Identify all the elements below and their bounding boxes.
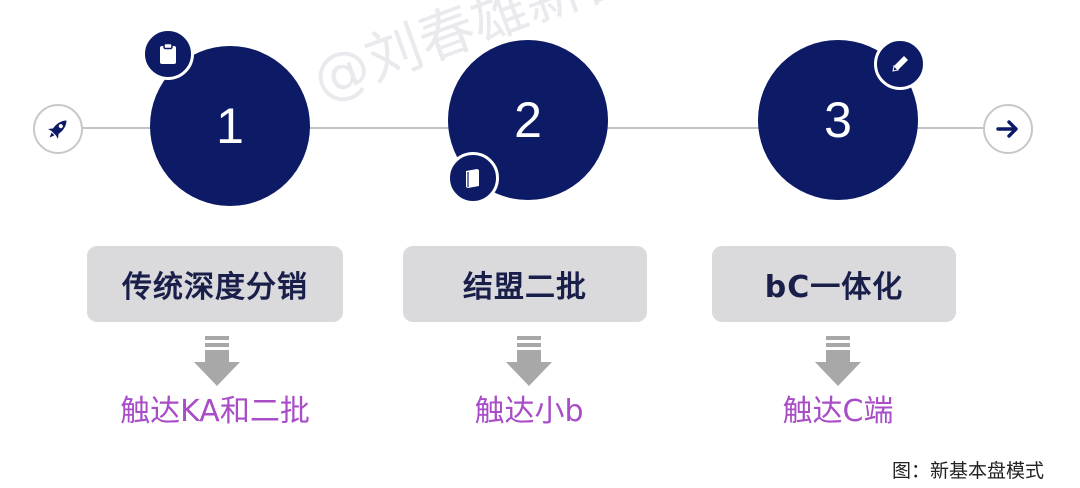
step-1-number: 1 bbox=[216, 98, 244, 154]
step-1-result: 触达KA和二批 bbox=[120, 394, 310, 429]
arrow-right-icon bbox=[996, 120, 1018, 138]
end-node bbox=[983, 104, 1033, 154]
rocket-icon bbox=[48, 120, 67, 139]
step-3-label-text: bC一体化 bbox=[764, 270, 904, 305]
step-2-badge bbox=[447, 152, 499, 204]
figure-caption: 图：新基本盘模式 bbox=[891, 460, 1044, 482]
step-3-label: bC一体化 bbox=[712, 246, 956, 322]
step-3-result: 触达C端 bbox=[782, 394, 894, 429]
step-1-label-text: 传统深度分销 bbox=[122, 270, 308, 305]
clipboard-icon bbox=[160, 42, 176, 64]
step-2-label-text: 结盟二批 bbox=[463, 270, 587, 305]
step-3-badge bbox=[874, 38, 926, 90]
step-2-label: 结盟二批 bbox=[403, 246, 647, 322]
start-node bbox=[33, 104, 83, 154]
step-2-number: 2 bbox=[514, 92, 542, 148]
pencil-icon bbox=[892, 56, 908, 72]
step-1-down-arrow bbox=[194, 336, 240, 386]
step-3-number: 3 bbox=[824, 92, 852, 148]
step-2-down-arrow bbox=[506, 336, 552, 386]
step-2-circle: 2 bbox=[448, 40, 608, 200]
step-1-label: 传统深度分销 bbox=[87, 246, 343, 322]
step-3-down-arrow bbox=[815, 336, 861, 386]
step-2-result: 触达小b bbox=[474, 394, 584, 429]
book-icon bbox=[466, 169, 479, 188]
step-1-badge bbox=[142, 28, 194, 80]
